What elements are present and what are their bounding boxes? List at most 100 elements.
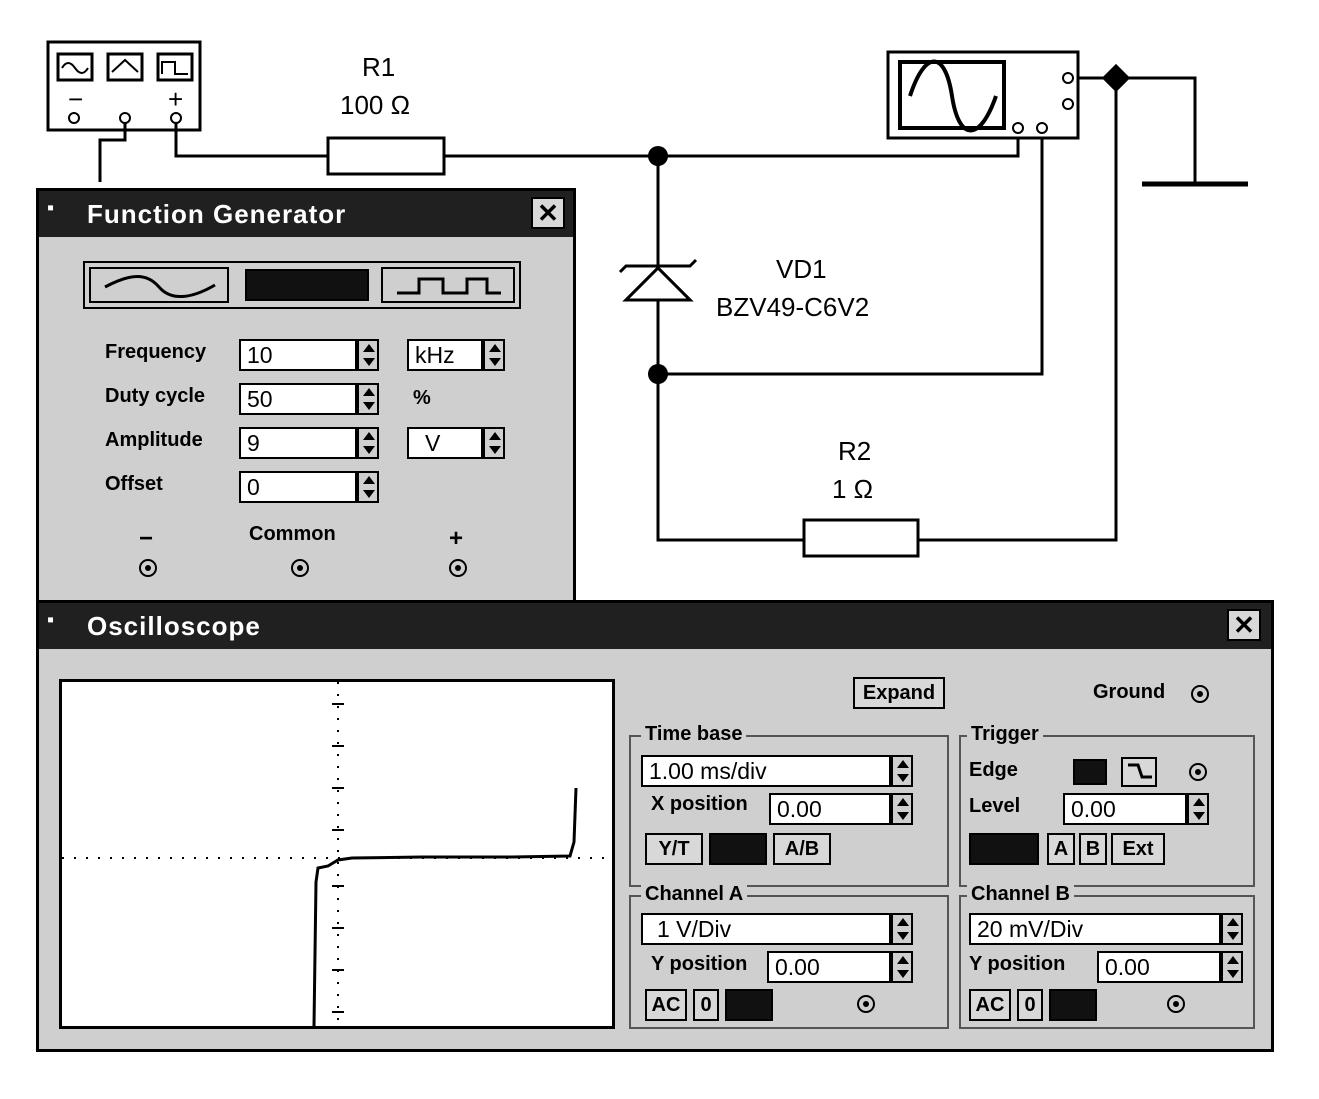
function-generator-icon[interactable]: − + bbox=[46, 40, 202, 132]
r2-name-label: R2 bbox=[838, 436, 871, 466]
time-base-group: Time base 1.00 ms/div X position 0.00 Y/… bbox=[629, 723, 949, 887]
system-menu-icon[interactable]: ▪ bbox=[47, 609, 55, 631]
vd1-name-label: VD1 bbox=[776, 254, 827, 284]
offset-spinner[interactable] bbox=[357, 471, 379, 503]
resistor-r2[interactable] bbox=[802, 518, 920, 558]
duty-cycle-spinner[interactable] bbox=[357, 383, 379, 415]
oscilloscope-title: Oscilloscope bbox=[87, 611, 261, 641]
channel-b-ypos-input[interactable]: 0.00 bbox=[1097, 951, 1221, 983]
frequency-spinner[interactable] bbox=[357, 339, 379, 371]
channel-b-label: Channel B bbox=[967, 883, 1074, 906]
channel-b-dc-switch[interactable] bbox=[1049, 989, 1097, 1021]
offset-input[interactable]: 0 bbox=[239, 471, 357, 503]
channel-a-ypos-input[interactable]: 0.00 bbox=[767, 951, 891, 983]
channel-a-ypos-spinner[interactable] bbox=[891, 951, 913, 983]
offset-label: Offset bbox=[105, 473, 163, 495]
plus-terminal-label: + bbox=[449, 525, 464, 552]
close-button[interactable]: ✕ bbox=[1227, 609, 1261, 641]
channel-a-zero-button[interactable]: 0 bbox=[693, 989, 719, 1021]
oscilloscope-icon[interactable] bbox=[886, 50, 1080, 140]
resistor-r1[interactable] bbox=[326, 136, 446, 176]
level-spinner[interactable] bbox=[1187, 793, 1209, 825]
close-button[interactable]: ✕ bbox=[531, 197, 565, 229]
duty-cycle-input[interactable]: 50 bbox=[239, 383, 357, 415]
minus-terminal-label: − bbox=[139, 525, 154, 552]
waveform-sine-button[interactable] bbox=[89, 267, 229, 303]
channel-b-ypos-spinner[interactable] bbox=[1221, 951, 1243, 983]
edge-label: Edge bbox=[969, 759, 1018, 781]
channel-b-scale-input[interactable]: 20 mV/Div bbox=[969, 913, 1221, 945]
channel-a-dc-switch[interactable] bbox=[725, 989, 773, 1021]
junction-dot bbox=[1101, 63, 1131, 93]
level-label: Level bbox=[969, 795, 1021, 817]
frequency-unit-spinner[interactable] bbox=[483, 339, 505, 371]
channel-b-scale-spinner[interactable] bbox=[1221, 913, 1243, 945]
function-generator-titlebar[interactable]: ▪ Function Generator ✕ bbox=[39, 191, 573, 237]
junction-dot bbox=[648, 146, 668, 166]
x-position-label: X position bbox=[651, 793, 748, 815]
channel-b-terminal[interactable] bbox=[1167, 995, 1185, 1013]
oscilloscope-window: ▪ Oscilloscope ✕ Expand Ground Time base… bbox=[36, 600, 1274, 1052]
common-terminal-label: Common bbox=[249, 523, 336, 545]
amplitude-label: Amplitude bbox=[105, 429, 203, 451]
ab-button[interactable]: A/B bbox=[773, 833, 831, 865]
waveform-triangle-button-selected[interactable] bbox=[245, 269, 369, 301]
common-terminal[interactable] bbox=[291, 559, 309, 577]
vd1-part-label: BZV49-C6V2 bbox=[716, 292, 869, 322]
function-generator-title: Function Generator bbox=[87, 199, 347, 229]
gen-plus-label: + bbox=[168, 84, 183, 114]
trigger-b-button[interactable]: B bbox=[1079, 833, 1107, 865]
oscilloscope-screen bbox=[59, 679, 615, 1029]
level-input[interactable]: 0.00 bbox=[1063, 793, 1187, 825]
oscilloscope-titlebar[interactable]: ▪ Oscilloscope ✕ bbox=[39, 603, 1271, 649]
channel-b-zero-button[interactable]: 0 bbox=[1017, 989, 1043, 1021]
trigger-a-button[interactable]: A bbox=[1047, 833, 1075, 865]
trigger-ext-button[interactable]: Ext bbox=[1111, 833, 1165, 865]
plus-terminal[interactable] bbox=[449, 559, 467, 577]
waveform-selector bbox=[83, 261, 521, 309]
ground-terminal[interactable] bbox=[1191, 685, 1209, 703]
expand-button[interactable]: Expand bbox=[853, 677, 945, 709]
falling-edge-icon bbox=[1128, 763, 1152, 779]
frequency-label: Frequency bbox=[105, 341, 207, 363]
channel-a-scale-spinner[interactable] bbox=[891, 913, 913, 945]
square-wave-icon bbox=[397, 277, 501, 295]
edge-rising-button[interactable] bbox=[1073, 759, 1107, 785]
frequency-unit-select[interactable]: kHz bbox=[407, 339, 483, 371]
trigger-terminal[interactable] bbox=[1189, 763, 1207, 781]
system-menu-icon[interactable]: ▪ bbox=[47, 197, 55, 219]
channel-a-ac-button[interactable]: AC bbox=[645, 989, 687, 1021]
amplitude-unit-spinner[interactable] bbox=[483, 427, 505, 459]
channel-a-ypos-label: Y position bbox=[651, 953, 748, 975]
r2-value-label: 1 Ω bbox=[832, 474, 873, 504]
amplitude-input[interactable]: 9 bbox=[239, 427, 357, 459]
trigger-group: Trigger Edge Level 0.00 A B Ext bbox=[959, 723, 1255, 887]
zener-diode-vd1[interactable] bbox=[618, 258, 698, 302]
duty-cycle-label: Duty cycle bbox=[105, 385, 206, 407]
junction-dot bbox=[648, 364, 668, 384]
duty-cycle-unit: % bbox=[413, 387, 431, 409]
channel-b-ypos-label: Y position bbox=[969, 953, 1066, 975]
x-position-input[interactable]: 0.00 bbox=[769, 793, 891, 825]
channel-a-terminal[interactable] bbox=[857, 995, 875, 1013]
trigger-label: Trigger bbox=[967, 723, 1043, 746]
channel-b-ac-button[interactable]: AC bbox=[969, 989, 1011, 1021]
edge-falling-button[interactable] bbox=[1121, 757, 1157, 787]
waveform-square-button[interactable] bbox=[381, 267, 515, 303]
minus-terminal[interactable] bbox=[139, 559, 157, 577]
channel-a-scale-input[interactable]: 1 V/Div bbox=[641, 913, 891, 945]
frequency-input[interactable]: 10 bbox=[239, 339, 357, 371]
yt-button[interactable]: Y/T bbox=[645, 833, 703, 865]
trigger-source-switch[interactable] bbox=[969, 833, 1039, 865]
gen-minus-label: − bbox=[68, 84, 83, 114]
amplitude-spinner[interactable] bbox=[357, 427, 379, 459]
amplitude-unit-select[interactable]: V bbox=[407, 427, 483, 459]
time-base-spinner[interactable] bbox=[891, 755, 913, 787]
yt-ab-switch[interactable] bbox=[709, 833, 767, 865]
function-generator-window: ▪ Function Generator ✕ Frequency 10 kHz … bbox=[36, 188, 576, 608]
time-base-input[interactable]: 1.00 ms/div bbox=[641, 755, 891, 787]
ground-label: Ground bbox=[1093, 681, 1166, 703]
x-position-spinner[interactable] bbox=[891, 793, 913, 825]
channel-b-group: Channel B 20 mV/Div Y position 0.00 AC 0 bbox=[959, 883, 1255, 1029]
